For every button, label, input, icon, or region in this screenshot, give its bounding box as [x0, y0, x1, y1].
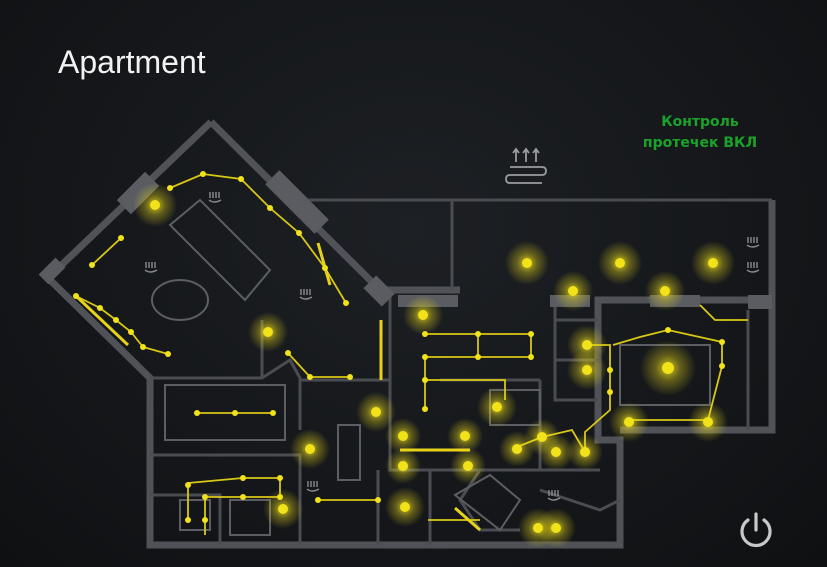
led-strips	[74, 242, 481, 532]
spot-lights	[133, 183, 735, 548]
floor-heating-icon	[505, 147, 547, 184]
page-title: Apartment	[58, 44, 206, 80]
small-lights	[73, 171, 725, 523]
power-icon[interactable]	[736, 510, 776, 550]
leak-control-status: Контроль протечек ВКЛ	[642, 114, 758, 151]
furniture	[151, 198, 711, 536]
